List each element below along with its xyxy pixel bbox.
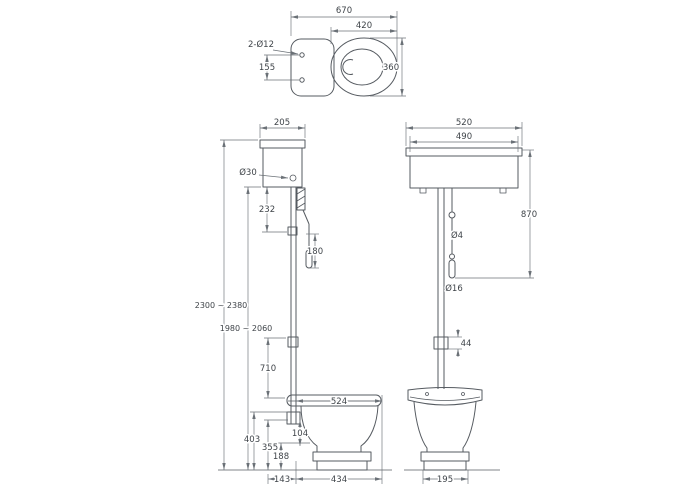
pipe-height-dim: 1980 ~ 2060: [220, 324, 273, 333]
flush-pipe-dia-label: Ø30: [239, 167, 257, 178]
chain-dia-label: Ø4: [451, 230, 463, 241]
rim-height-dim: 355: [262, 443, 278, 453]
pull-dia-label: Ø16: [445, 283, 463, 294]
outlet-height-dim: 104: [292, 429, 308, 439]
side-elevation-geometry: [404, 147, 523, 471]
bracket-offset-dim: 232: [259, 205, 275, 215]
inlet-height-dim: 403: [244, 435, 260, 445]
side-elevation-dimensions: [405, 122, 534, 484]
front-elevation-geometry: [218, 139, 392, 471]
plan-overall-width-dim: 670: [336, 6, 352, 16]
plan-fixing-holes-label: 2-Ø12: [248, 39, 274, 50]
pull-length-dim: 180: [307, 247, 323, 257]
plan-view: 670 420 2-Ø12 155 360: [247, 5, 406, 97]
pan-base-length-dim: 434: [331, 475, 347, 485]
cistern-width-dim: 520: [456, 118, 472, 128]
cistern-body-width-dim: 490: [456, 132, 472, 142]
front-elevation: 205 Ø30 232 180 2300 ~ 2380 1980 ~ 2060 …: [193, 117, 392, 487]
plan-hole-spacing-dim: 155: [259, 63, 275, 73]
plan-seat-width-dim: 420: [356, 21, 372, 31]
coupling-length-dim: 44: [461, 339, 472, 349]
chain-drop-dim: 870: [521, 210, 537, 220]
plan-overall-depth-dim: 360: [383, 63, 399, 73]
plan-view-geometry: [290, 37, 398, 97]
outlet-offset-dim: 143: [274, 475, 290, 485]
cistern-depth-dim: 205: [274, 118, 290, 128]
overall-height-dim: 2300 ~ 2380: [195, 301, 248, 310]
mid-height-dim: 710: [260, 364, 276, 374]
front-elevation-dimensions: [220, 124, 383, 484]
pan-length-dim: 524: [331, 397, 347, 407]
plan-view-dimensions: [264, 11, 406, 97]
side-elevation: 520 490 870 Ø4 Ø16 44 195: [404, 117, 539, 487]
base-height-dim: 188: [273, 452, 289, 462]
base-width-dim: 195: [437, 475, 453, 485]
